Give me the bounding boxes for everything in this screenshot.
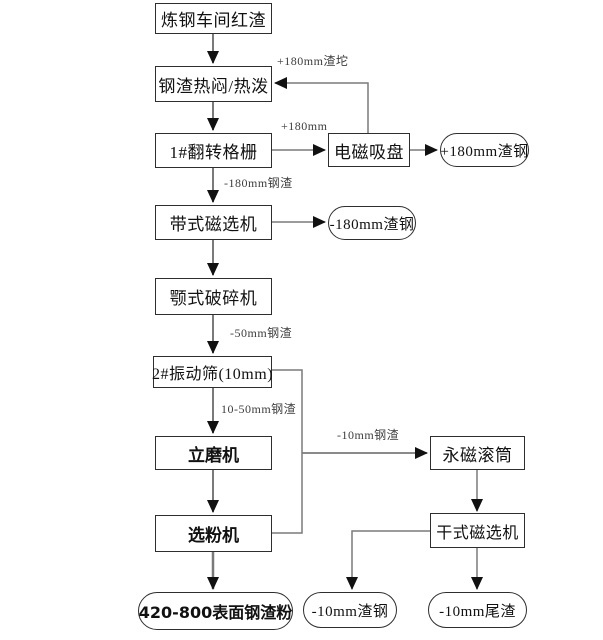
node-dry-magnetic-separator: 干式磁选机 [430,513,525,548]
node-vertical-mill: 立磨机 [155,436,272,470]
node-vibrating-screen-2: 2#振动筛(10mm) [152,356,273,388]
node-flip-grid-1: 1#翻转格栅 [155,133,272,168]
node-hot-stew: 钢渣热闷/热泼 [155,66,272,102]
edge-label-minus-50mm-slag: -50mm钢渣 [230,326,293,340]
edge-label-plus-180mm: +180mm [281,119,328,133]
node-minus-180mm-slag-steel: -180mm渣钢 [328,206,416,240]
node-jaw-crusher: 颚式破碎机 [155,278,272,315]
edge-label-minus-180mm-slag: -180mm钢渣 [224,176,293,190]
node-minus-10mm-tailings: -10mm尾渣 [428,592,527,628]
node-plus-180mm-slag-steel: +180mm渣钢 [440,133,529,167]
edge-label-10-50mm-slag: 10-50mm钢渣 [221,402,297,416]
node-belt-magnetic-separator: 带式磁选机 [155,205,272,240]
edge-label-plus-180mm-lump: +180mm渣坨 [277,54,349,68]
node-red-slag: 炼钢车间红渣 [155,3,272,34]
node-slag-powder-output: 420-800表面钢渣粉 [138,592,293,630]
node-electromagnet-chuck: 电磁吸盘 [328,133,410,167]
node-minus-10mm-slag-steel: -10mm渣钢 [303,592,397,628]
edge-label-minus-10mm-slag: -10mm钢渣 [337,428,400,442]
node-permanent-magnet-drum: 永磁滚筒 [430,436,525,470]
node-powder-separator: 选粉机 [155,515,272,552]
